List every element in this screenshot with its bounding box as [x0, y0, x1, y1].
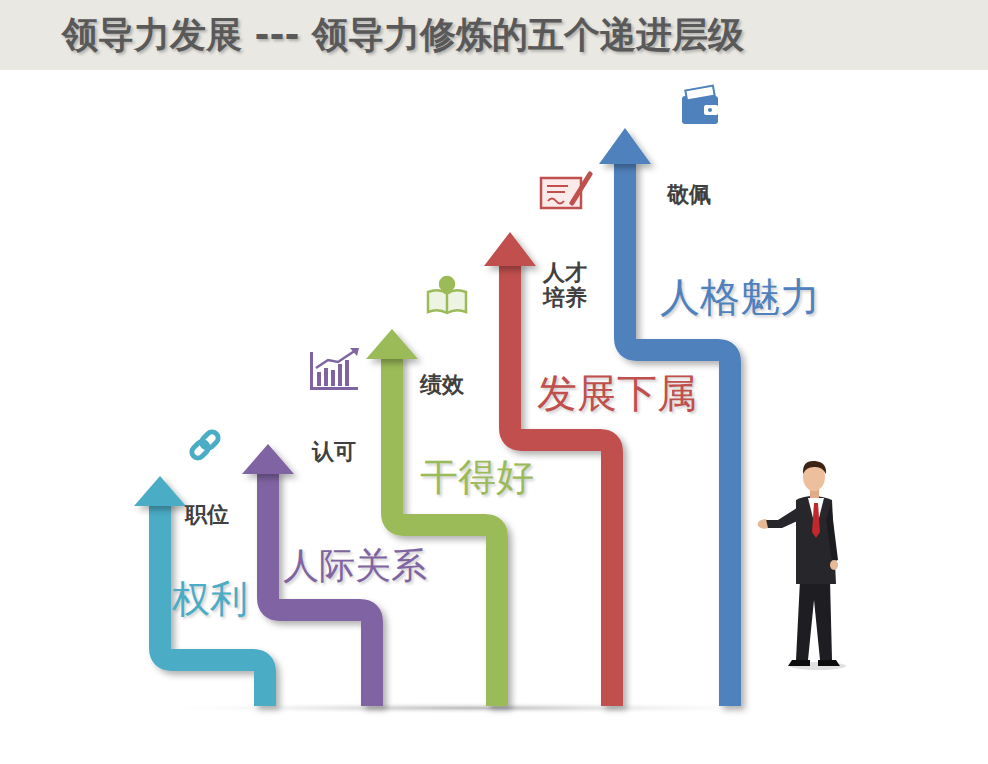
- blue-step-arrow: [625, 160, 730, 706]
- purple-step-arrow: [268, 470, 372, 706]
- arrowhead: [242, 444, 294, 474]
- ground-shadow: [150, 702, 790, 714]
- arrowhead: [484, 232, 536, 266]
- chart-icon: [310, 348, 359, 390]
- businessman-figure: [758, 461, 846, 670]
- level-name: 干得好: [420, 456, 534, 500]
- level-name: 发展下属: [537, 370, 697, 416]
- arrowhead: [366, 329, 418, 359]
- level-name: 权利: [172, 578, 248, 622]
- title-band: [0, 0, 988, 70]
- page-title: 领导力发展 --- 领导力修炼的五个递进层级: [62, 11, 744, 60]
- level-basis: 职位: [185, 502, 229, 527]
- level-basis: 敬佩: [667, 182, 711, 207]
- book-icon: [428, 277, 466, 313]
- level-basis: 人才 培养: [543, 260, 594, 311]
- certificate-icon: [541, 174, 590, 208]
- teal-step-arrow: [160, 500, 265, 706]
- green-step-arrow: [392, 355, 497, 706]
- level-basis: 绩效: [420, 372, 464, 397]
- link-icon: [189, 429, 220, 460]
- level-basis: 认可: [312, 439, 356, 464]
- level-name: 人际关系: [283, 545, 427, 586]
- arrowhead: [599, 128, 651, 164]
- wallet-icon: [682, 86, 718, 124]
- level-name: 人格魅力: [660, 274, 820, 320]
- arrowhead: [134, 476, 186, 506]
